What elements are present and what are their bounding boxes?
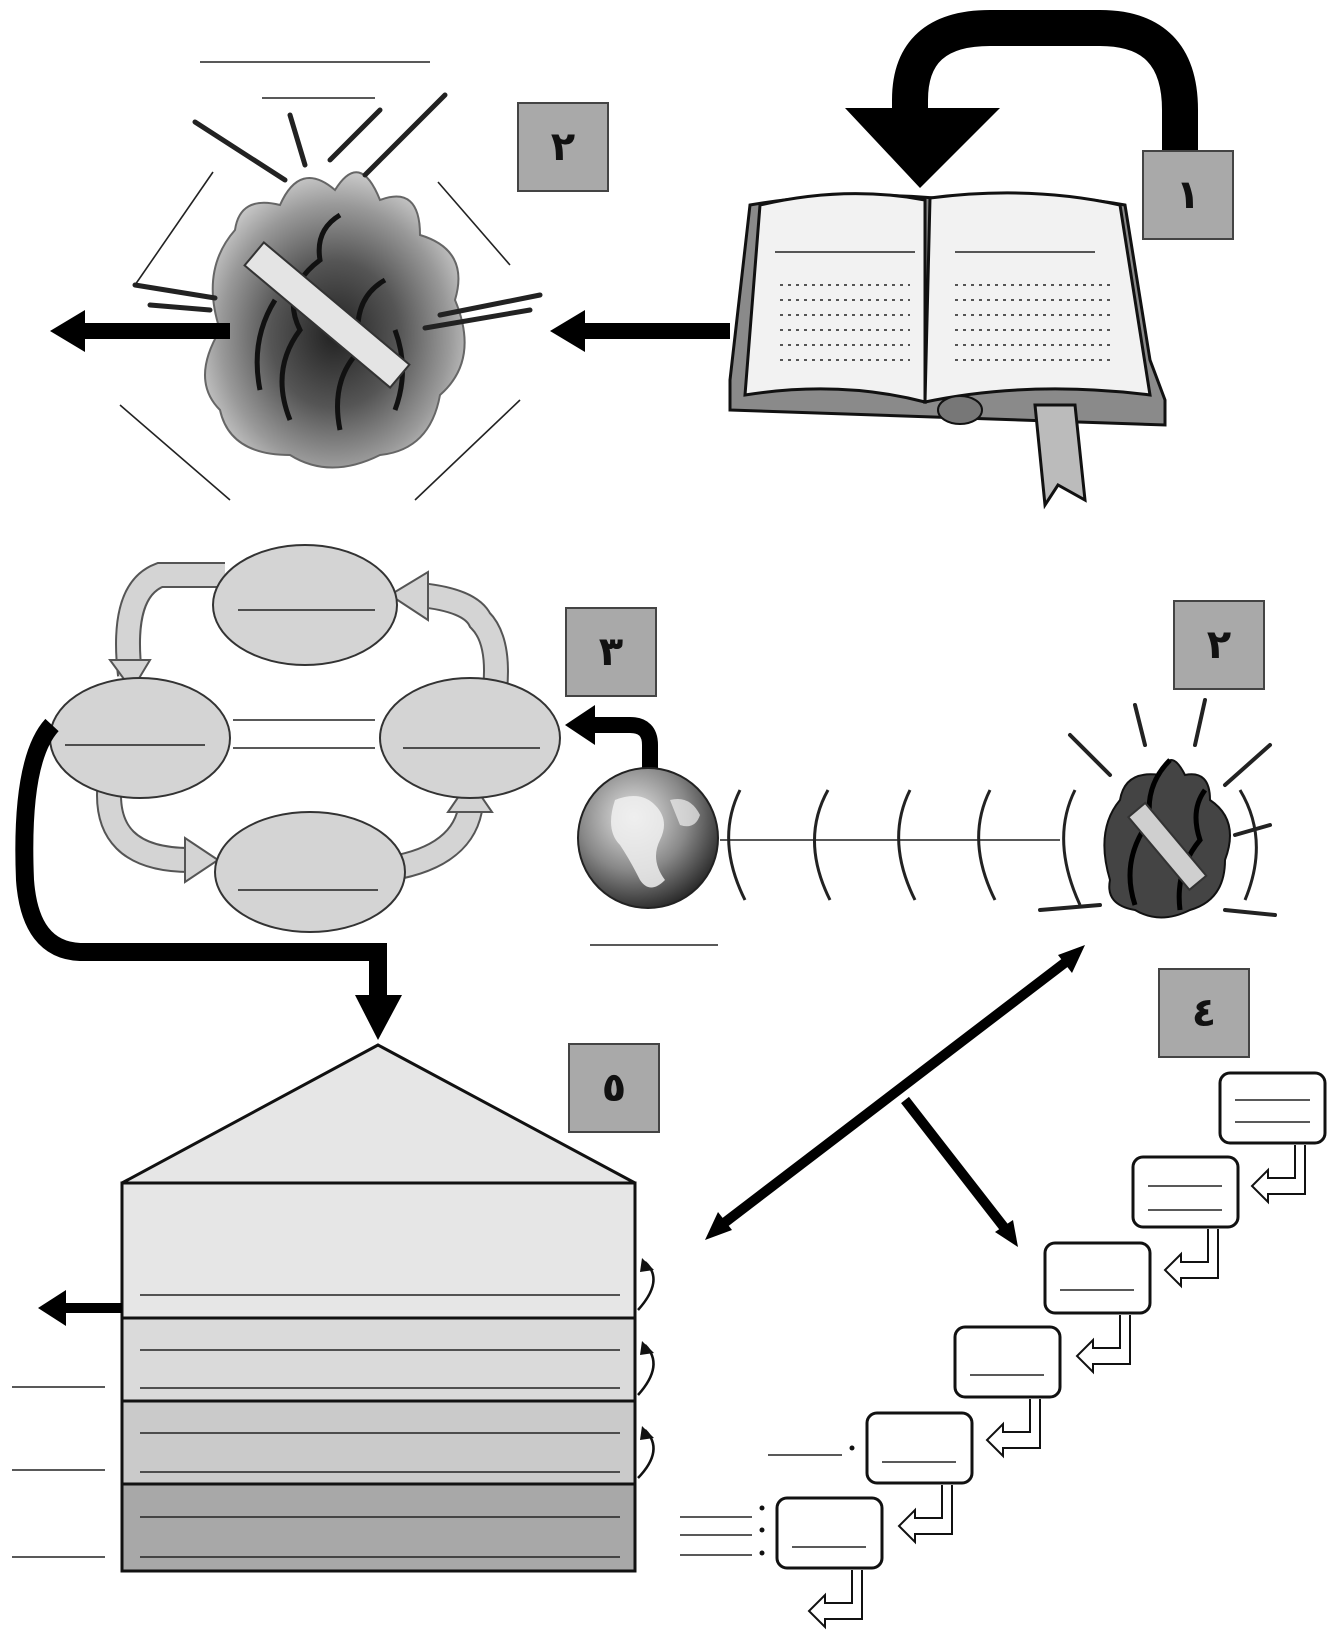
fire-icon: [1038, 698, 1277, 919]
arrow-cycle-to-pyramid-icon: [15, 718, 402, 1040]
step-box: [953, 1325, 1062, 1459]
fire-icon: [132, 92, 543, 469]
step-number-box-2-top: ٢: [517, 102, 609, 192]
step-number-box-1: ١: [1142, 150, 1234, 240]
arrow-earth-to-cycle-icon: [565, 705, 658, 770]
step-box: [1043, 1241, 1152, 1375]
arrow-fire-left-icon: [50, 310, 230, 352]
curved-arrow-icon: [845, 10, 1198, 188]
book-icon: [728, 191, 1167, 510]
step-number-box-3: ٣: [565, 607, 657, 697]
radio-waves-icon: [720, 789, 1258, 906]
step-number-box-5: ٥: [568, 1043, 660, 1133]
branch-arrows: [705, 945, 1085, 1247]
cycle-diagram: [49, 544, 561, 933]
step-number-box-2-mid: ٢: [1173, 600, 1265, 690]
step-box: [1218, 1071, 1327, 1205]
step-box: [768, 1411, 974, 1545]
pyramid-diagram: [12, 1043, 655, 1573]
earth-globe-icon: [577, 767, 719, 946]
arrow-book-to-fire-icon: [550, 310, 730, 352]
step-box: [1131, 1155, 1240, 1289]
step-number-box-4: ٤: [1158, 968, 1250, 1058]
step-box: [680, 1496, 884, 1630]
fire-answer-lines: [119, 61, 521, 501]
staircase-steps: [680, 1071, 1327, 1630]
